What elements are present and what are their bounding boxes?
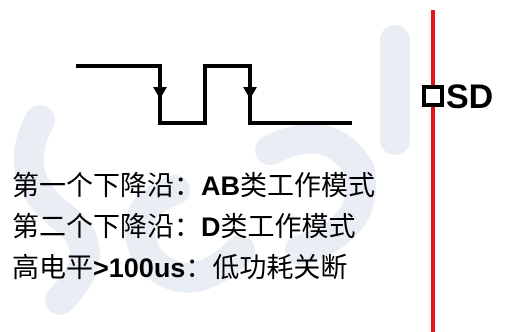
- mode-line-3-suffix: ：低功耗关断: [185, 253, 348, 284]
- mode-line-2: 第二个下降沿：D类工作模式: [12, 212, 356, 243]
- falling-edge-arrow-2: [243, 87, 257, 99]
- mode-line-2-prefix: 第二个下降沿：: [12, 212, 201, 243]
- sd-pin-label: SD: [446, 78, 494, 116]
- mode-line-1-prefix: 第一个下降沿：: [12, 171, 201, 202]
- mode-line-1-suffix: 类工作模式: [240, 171, 375, 202]
- watermark: [13, 25, 410, 315]
- mode-line-1-emph: AB: [201, 171, 240, 201]
- mode-line-2-emph: D: [201, 212, 221, 242]
- mode-line-3: 高电平>100us：低功耗关断: [12, 253, 347, 284]
- sd-pin-square: [422, 85, 444, 107]
- falling-edge-arrow-1: [153, 87, 167, 99]
- mode-line-2-suffix: 类工作模式: [220, 212, 356, 243]
- mode-line-3-emph: >100us: [93, 253, 186, 283]
- mode-line-3-prefix: 高电平: [12, 253, 93, 284]
- waveform-line: [76, 64, 352, 125]
- mode-line-1: 第一个下降沿：AB类工作模式: [12, 171, 375, 202]
